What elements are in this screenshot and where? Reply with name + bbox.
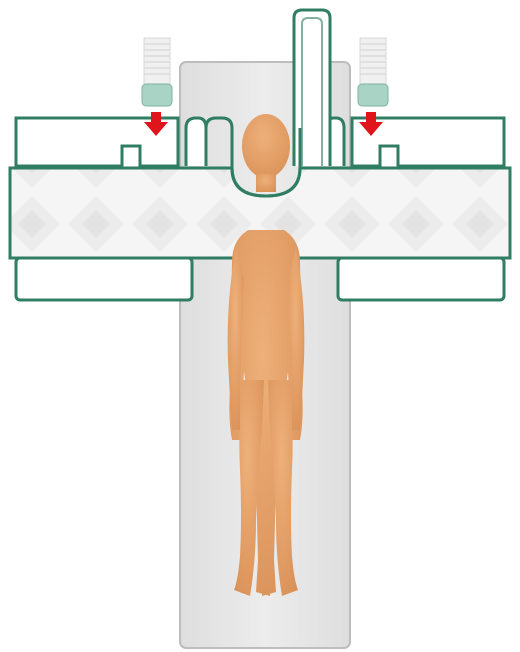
right-connector — [358, 38, 388, 106]
lower-right-panel — [338, 258, 504, 300]
left-connector — [142, 38, 172, 106]
gantry-left-column — [186, 118, 206, 166]
lower-left-panel — [16, 258, 192, 300]
